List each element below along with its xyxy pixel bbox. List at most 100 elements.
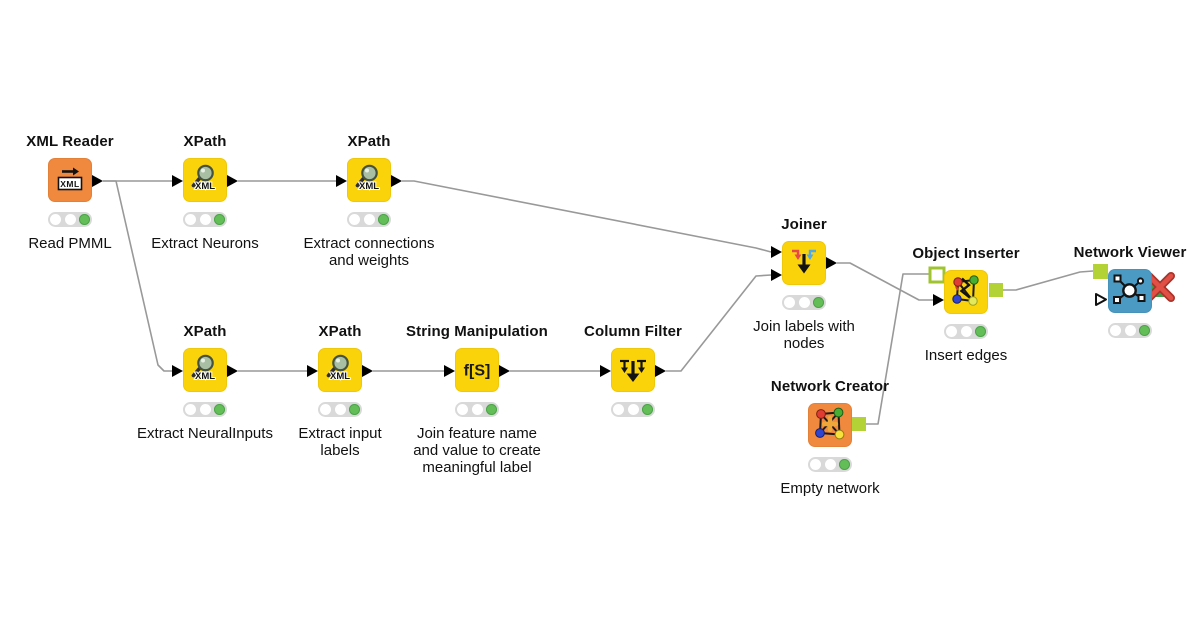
node-body-xpath-neuralinputs[interactable]: XML <box>183 348 227 392</box>
node-object-inserter[interactable]: Object Inserter Insert edges <box>912 245 1019 364</box>
input-port-data-network-viewer-unconnected[interactable] <box>1095 293 1107 306</box>
svg-text:f[S]: f[S] <box>464 363 491 380</box>
status-traffic-light <box>944 324 988 339</box>
output-port-xpath-neuralinputs[interactable] <box>227 365 238 377</box>
output-port-string-manipulation[interactable] <box>499 365 510 377</box>
output-port-xpath-neurons[interactable] <box>227 175 238 187</box>
status-traffic-light <box>48 212 92 227</box>
output-port-network-creator[interactable] <box>852 417 866 431</box>
status-traffic-light <box>611 402 655 417</box>
magnifier-xml-icon: XML <box>191 164 216 193</box>
error-x-icon <box>1145 272 1175 302</box>
node-column-filter[interactable]: Column Filter <box>584 323 682 417</box>
status-traffic-light <box>183 402 227 417</box>
magnifier-xml-icon: XML <box>191 354 216 383</box>
node-body-string-manipulation[interactable]: f[S] <box>455 348 499 392</box>
node-xpath-neuralinputs[interactable]: XPath XML Extract NeuralInputs <box>137 323 273 442</box>
output-port-xpath-inputlabels[interactable] <box>362 365 373 377</box>
node-body-object-inserter[interactable] <box>944 270 988 314</box>
wire-xpath-connections-to-joiner[interactable] <box>402 180 772 253</box>
xml-file-arrow-icon: XML <box>57 167 83 191</box>
node-body-xpath-inputlabels[interactable]: XML <box>318 348 362 392</box>
node-label: Empty network <box>780 480 880 497</box>
node-network-viewer[interactable]: Network Viewer <box>1074 244 1186 338</box>
input-port-network-network-viewer[interactable] <box>1093 264 1108 279</box>
input-port-2-joiner[interactable] <box>771 269 782 281</box>
input-port-data-object-inserter[interactable] <box>933 294 944 306</box>
status-traffic-light <box>347 212 391 227</box>
node-label: Extract NeuralInputs <box>137 425 273 442</box>
svg-text:XML: XML <box>60 179 79 189</box>
node-xpath-neurons[interactable]: XPath XML Extract Neurons <box>151 133 259 252</box>
output-port-joiner[interactable] <box>826 257 837 269</box>
wire-columnfilter-to-joiner[interactable] <box>666 274 772 372</box>
magnifier-xml-icon: XML <box>326 354 351 383</box>
node-title: XPath <box>183 323 227 340</box>
node-title: XPath <box>347 133 391 150</box>
node-title: XPath <box>183 133 227 150</box>
node-title: XML Reader <box>26 133 114 150</box>
input-port-xpath-inputlabels[interactable] <box>307 365 318 377</box>
input-port-network-object-inserter[interactable] <box>928 266 946 284</box>
input-port-string-manipulation[interactable] <box>444 365 455 377</box>
magnifier-xml-icon: XML <box>355 164 380 193</box>
node-title: XPath <box>318 323 362 340</box>
output-port-object-inserter[interactable] <box>989 283 1003 297</box>
wire-networkcreator-to-objectinserter[interactable] <box>866 273 929 425</box>
status-traffic-light <box>318 402 362 417</box>
node-xml-reader[interactable]: XML Reader XML Read PMML <box>26 133 113 252</box>
node-body-network-viewer[interactable] <box>1108 269 1152 313</box>
status-traffic-light <box>782 295 826 310</box>
output-port-xml-reader[interactable] <box>92 175 103 187</box>
node-string-manipulation[interactable]: String Manipulation f[S] Join feature na… <box>406 323 548 476</box>
node-body-xml-reader[interactable]: XML <box>48 158 92 202</box>
f-of-s-icon: f[S] <box>464 363 491 380</box>
node-body-column-filter[interactable] <box>611 348 655 392</box>
status-traffic-light <box>808 457 852 472</box>
svg-text:XML: XML <box>195 181 215 192</box>
node-label: Extract Neurons <box>151 235 259 252</box>
input-port-xpath-neurons[interactable] <box>172 175 183 187</box>
join-arrows-icon <box>792 249 816 274</box>
wire-joiner-to-objectinserter[interactable] <box>837 262 933 301</box>
node-network-creator[interactable]: Network Creator Empty network <box>771 378 889 497</box>
network-view-icon <box>1113 274 1146 304</box>
input-port-xpath-connections[interactable] <box>336 175 347 187</box>
status-traffic-light <box>455 402 499 417</box>
network-graph-insert-icon <box>952 275 979 306</box>
node-title: Network Viewer <box>1073 244 1187 261</box>
output-port-xpath-connections[interactable] <box>391 175 402 187</box>
svg-text:XML: XML <box>330 371 350 382</box>
node-title: Network Creator <box>770 378 890 395</box>
network-graph-plus-icon <box>815 407 845 440</box>
node-title: String Manipulation <box>406 323 548 340</box>
input-port-1-joiner[interactable] <box>771 246 782 258</box>
input-port-xpath-neuralinputs[interactable] <box>172 365 183 377</box>
input-port-column-filter[interactable] <box>600 365 611 377</box>
node-title: Joiner <box>781 216 827 233</box>
column-filter-arrows-icon <box>620 359 646 382</box>
status-traffic-light <box>183 212 227 227</box>
node-title: Column Filter <box>584 323 682 340</box>
wire-xmlreader-to-xpath-neuralinputs[interactable] <box>103 180 172 372</box>
node-body-xpath-neurons[interactable]: XML <box>183 158 227 202</box>
node-body-network-creator[interactable] <box>808 403 852 447</box>
node-label: Insert edges <box>924 347 1008 364</box>
node-body-xpath-connections[interactable]: XML <box>347 158 391 202</box>
node-body-joiner[interactable] <box>782 241 826 285</box>
wire-objectinserter-to-networkviewer[interactable] <box>1003 270 1094 291</box>
node-label: Read PMML <box>28 235 112 252</box>
output-port-column-filter[interactable] <box>655 365 666 377</box>
svg-text:XML: XML <box>195 371 215 382</box>
svg-text:XML: XML <box>359 181 379 192</box>
node-title: Object Inserter <box>912 245 1020 262</box>
status-traffic-light <box>1108 323 1152 338</box>
